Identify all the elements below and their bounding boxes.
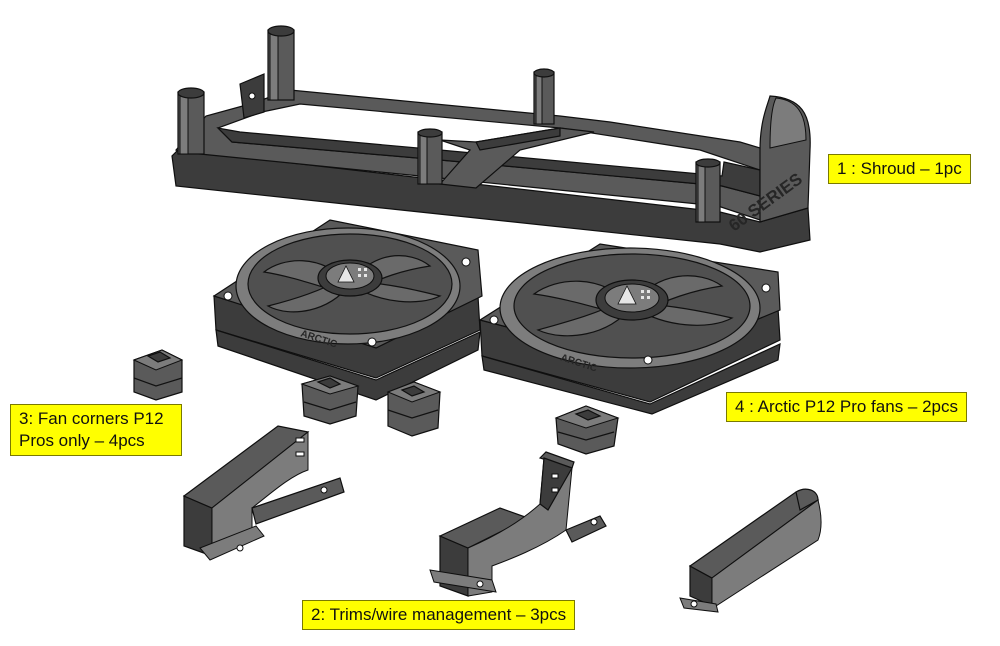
shroud-post-front-mid [417,128,443,185]
fan-corner-2 [300,375,360,425]
callout-fan-corners: 3: Fan corners P12 Pros only – 4pcs [10,404,182,456]
trim-left [182,425,345,561]
shroud-post-front-right [695,158,721,223]
trim-right [679,488,822,613]
callout-fan-corners-line1: 3: Fan corners P12 [19,409,164,428]
callout-fan-corners-line2: Pros only – 4pcs [19,431,145,450]
shroud-post-left [177,87,205,155]
callout-shroud: 1 : Shroud – 1pc [828,154,971,184]
fan-left: ARCTIC [212,219,483,401]
shroud-post-back-mid [533,68,555,125]
callout-fans: 4 : Arctic P12 Pro fans – 2pcs [726,392,968,422]
fan-right: ARCTIC [478,243,781,415]
fan-corner-1 [132,349,184,401]
fan-corner-3 [386,381,442,437]
shroud-part: 60 SERIES [171,25,811,253]
callout-trims: 2: Trims/wire management – 3pcs [302,600,576,630]
trim-middle [429,451,607,597]
fan-corner-4 [554,405,620,455]
shroud-post-back-left [267,25,295,101]
